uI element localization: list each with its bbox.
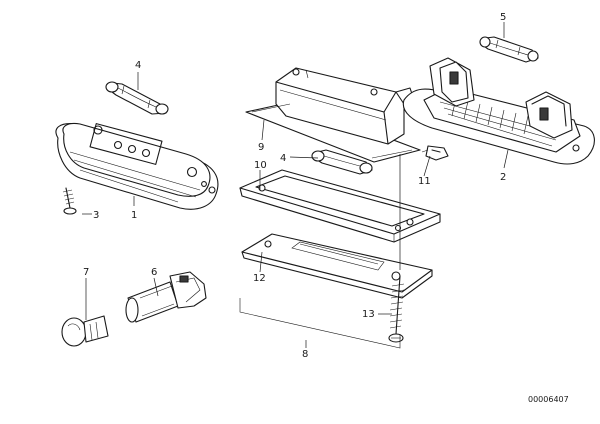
callout-4-left: 4 (135, 60, 141, 71)
part-12-lens (241, 233, 433, 299)
callout-2: 2 (500, 172, 506, 183)
part-7-wedge-bulb (61, 315, 109, 347)
part-3-screw (62, 187, 77, 215)
callout-7: 7 (83, 267, 89, 278)
callout-5: 5 (500, 12, 506, 23)
callout-8: 8 (302, 349, 308, 360)
callout-11: 11 (418, 176, 431, 187)
callout-13: 13 (362, 309, 375, 320)
part-5-festoon-bulb-right (479, 36, 539, 63)
callout-12: 12 (253, 273, 266, 284)
part-2-lamp-carrier (402, 57, 595, 165)
leader-lines (82, 22, 509, 349)
document-number: 00006407 (528, 395, 569, 404)
part-4-festoon-bulb-middle (311, 149, 373, 175)
callout-1: 1 (131, 210, 137, 221)
callout-6: 6 (151, 267, 157, 278)
callout-9: 9 (258, 142, 264, 153)
part-6-bulb-socket (125, 271, 207, 323)
part-10-gasket (239, 169, 441, 243)
part-1-lamp-housing (55, 122, 219, 210)
part-11-connector (421, 145, 449, 161)
callout-4-middle: 4 (280, 153, 286, 164)
callout-10: 10 (254, 160, 267, 171)
part-13-screw (388, 275, 405, 343)
part-9-cover (245, 67, 421, 163)
part-4-festoon-bulb-left (105, 81, 169, 115)
callout-labels: 1 2 3 4 4 5 6 7 8 9 10 11 12 13 (83, 12, 506, 360)
callout-3: 3 (93, 210, 99, 221)
